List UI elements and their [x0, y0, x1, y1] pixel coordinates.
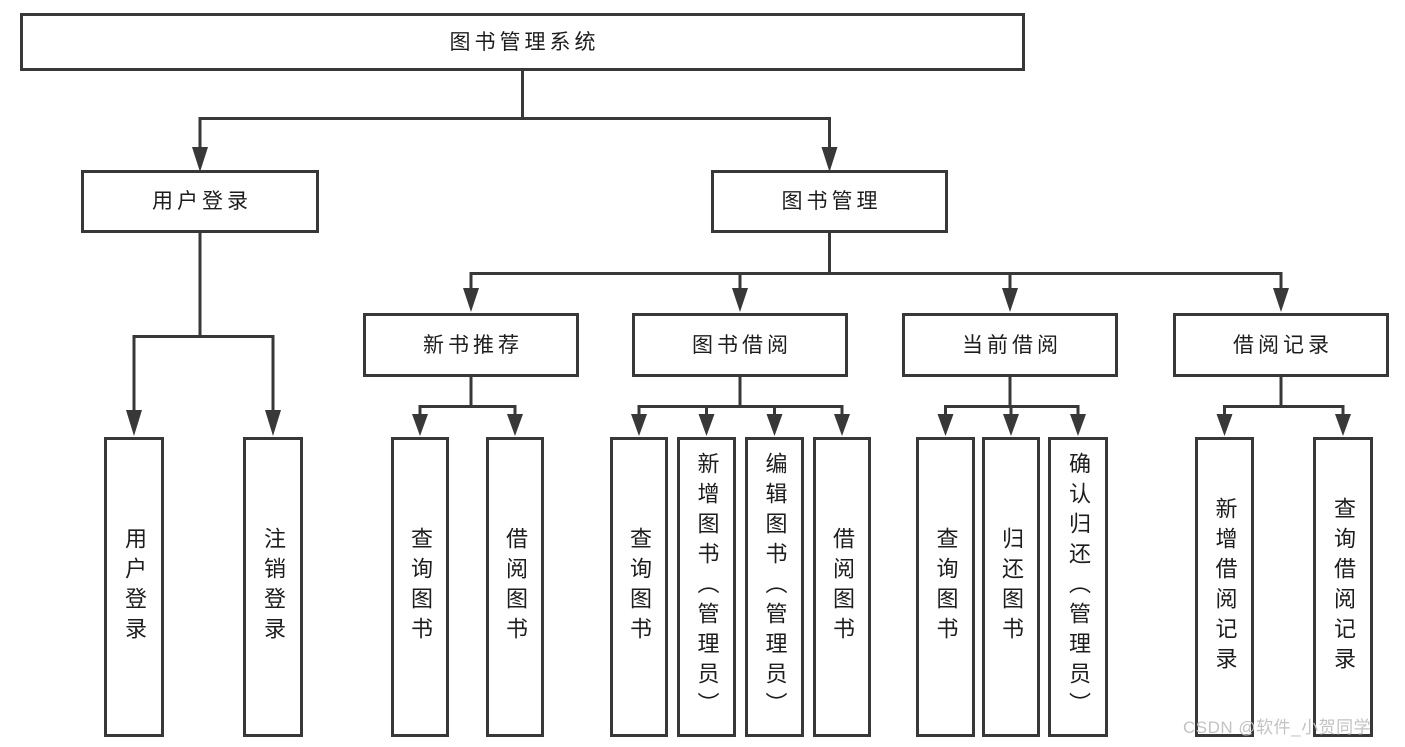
- node-book-management: 图书管理: [711, 170, 948, 233]
- node-book-borrowing: 图书借阅: [632, 313, 848, 377]
- leaf-bb-query-books: 查询图书: [610, 437, 668, 737]
- node-root-label: 图书管理系统: [449, 30, 600, 54]
- node-borrowing-records-label: 借阅记录: [1233, 333, 1333, 357]
- node-book-borrowing-label: 图书借阅: [692, 333, 792, 357]
- leaf-bb-edit-books-admin-label: 编辑图书（管理员）: [762, 452, 788, 722]
- node-borrowing-records: 借阅记录: [1173, 313, 1389, 377]
- node-book-management-label: 图书管理: [781, 190, 882, 213]
- leaf-bb-borrow-books-label: 借阅图书: [830, 527, 855, 647]
- leaf-cb-confirm-return-admin: 确认归还（管理员）: [1048, 437, 1108, 737]
- leaf-logout: 注销登录: [243, 437, 303, 737]
- leaf-br-add-record-label: 新增借阅记录: [1212, 497, 1238, 677]
- leaf-bb-add-books-admin: 新增图书（管理员）: [677, 437, 736, 737]
- leaf-br-add-record: 新增借阅记录: [1195, 437, 1254, 737]
- node-user-login-branch-label: 用户登录: [152, 190, 252, 213]
- leaf-logout-label: 注销登录: [261, 527, 286, 647]
- node-user-login-branch: 用户登录: [81, 170, 319, 233]
- leaf-nbr-query-books: 查询图书: [391, 437, 449, 737]
- leaf-user-login: 用户登录: [104, 437, 164, 737]
- leaf-bb-edit-books-admin: 编辑图书（管理员）: [745, 437, 804, 737]
- leaf-bb-borrow-books: 借阅图书: [813, 437, 871, 737]
- leaf-cb-query-books-label: 查询图书: [933, 527, 959, 647]
- node-root: 图书管理系统: [20, 13, 1025, 71]
- leaf-user-login-label: 用户登录: [122, 527, 147, 647]
- node-new-book-recommend: 新书推荐: [363, 313, 579, 377]
- leaf-cb-return-books-label: 归还图书: [999, 527, 1024, 647]
- leaf-br-query-record: 查询借阅记录: [1313, 437, 1373, 737]
- leaf-bb-add-books-admin-label: 新增图书（管理员）: [694, 452, 720, 722]
- leaf-nbr-query-books-label: 查询图书: [408, 527, 433, 647]
- leaf-bb-query-books-label: 查询图书: [627, 527, 652, 647]
- leaf-cb-query-books: 查询图书: [916, 437, 975, 737]
- leaf-cb-confirm-return-admin-label: 确认归还（管理员）: [1066, 452, 1091, 722]
- node-new-book-recommend-label: 新书推荐: [423, 333, 523, 357]
- node-current-borrowing-label: 当前借阅: [962, 333, 1062, 357]
- leaf-nbr-borrow-books: 借阅图书: [486, 437, 544, 737]
- node-current-borrowing: 当前借阅: [902, 313, 1118, 377]
- leaf-br-query-record-label: 查询借阅记录: [1331, 497, 1356, 677]
- watermark: CSDN @软件_小贺同学: [1183, 718, 1372, 737]
- leaf-nbr-borrow-books-label: 借阅图书: [503, 527, 528, 647]
- leaf-cb-return-books: 归还图书: [982, 437, 1040, 737]
